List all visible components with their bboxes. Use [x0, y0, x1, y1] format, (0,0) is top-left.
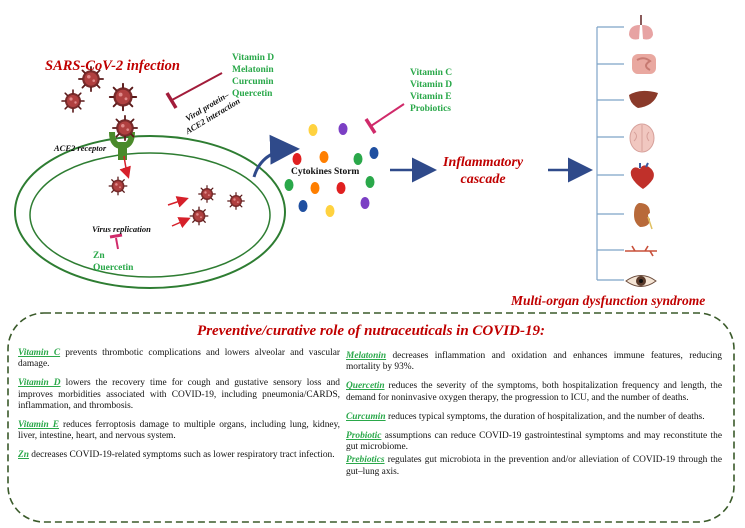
heart-icon: [630, 162, 654, 189]
virus-icon: [108, 82, 138, 112]
nutraceutical-name: Curcumin: [346, 411, 386, 422]
item-probiotic: Probiotic assumptions can reduce COVID-1…: [346, 431, 722, 453]
item-quercetin: Quercetin reduces the severity of the sy…: [346, 381, 722, 403]
inhibitor-bar: [109, 233, 123, 239]
kidney-icon: [634, 203, 653, 230]
nutraceutical-name: Quercetin: [346, 381, 385, 392]
inhibitor-bar: [165, 92, 178, 109]
cell-inner-membrane: [29, 152, 271, 278]
cytokines-label: Cytokines Storm: [291, 167, 360, 177]
mods-label: Multi-organ dysfunction syndrome: [511, 293, 706, 308]
virus-icon: [108, 176, 128, 196]
item-prebiotics: Prebiotics regulates gut microbiota in t…: [346, 455, 722, 477]
nutraceuticals-replication: Zn Quercetin: [93, 251, 134, 273]
panel-title: Preventive/curative role of nutraceutica…: [197, 323, 545, 339]
eye-icon: [625, 275, 657, 287]
replication-label: Virus replication: [92, 224, 151, 234]
item-vitamin-c: Vitamin C prevents thrombotic complicati…: [18, 348, 340, 370]
nutraceuticals-entry: Vitamin D Melatonin Curcumin Quercetin: [232, 53, 275, 99]
nutraceutical-name: Vitamin C: [18, 348, 61, 358]
liver-icon: [629, 90, 658, 108]
ace2-receptor-icon: [109, 131, 135, 160]
replication-arrow: [167, 196, 189, 208]
virus-icon: [189, 206, 209, 226]
nutraceutical-name: Melatonin: [346, 351, 387, 361]
inhibitor-line-cytokine: [370, 103, 405, 127]
ace2-label: ACE2 receptor: [54, 143, 107, 153]
entry-arrow: [119, 155, 131, 179]
item-vitamin-e: Vitamin E reduces ferroptosis damage to …: [18, 420, 341, 442]
inhibitor-line-replication: [115, 237, 119, 250]
item-curcumin: Curcumin reduces typical symptoms, the d…: [346, 411, 705, 422]
panel-right-column: Melatonin decreases inflammation and oxi…: [346, 351, 722, 478]
inhibitor-line-entry: [171, 72, 223, 101]
nutraceutical-name: Zn: [18, 450, 29, 461]
nutraceutical-name: Prebiotics: [346, 455, 385, 466]
item-zn: Zn decreases COVID-19-related symptoms s…: [18, 450, 335, 461]
virus-icon: [112, 115, 138, 141]
virus-icon: [198, 185, 216, 203]
virus-icon: [227, 192, 245, 210]
item-vitamin-d: Vitamin D lowers the recovery time for c…: [18, 378, 340, 411]
nutraceutical-name: Probiotic: [346, 431, 382, 442]
inflammatory-label: Inflammatory cascade: [443, 155, 524, 187]
infection-title: SARS-CoV-2 infection: [45, 58, 180, 74]
brain-icon: [629, 123, 655, 153]
item-melatonin: Melatonin decreases inflammation and oxi…: [346, 351, 722, 373]
cell-outer-membrane: [14, 135, 286, 289]
inhibitor-bar: [364, 118, 377, 134]
virus-icon: [61, 89, 85, 113]
curved-arrow: [252, 134, 300, 178]
lungs-icon: [629, 15, 653, 40]
panel-left-column: Vitamin C prevents thrombotic complicati…: [18, 348, 340, 462]
nutraceuticals-cytokine: Vitamin C Vitamin D Vitamin E Probiotics: [410, 68, 453, 114]
intestine-icon: [632, 54, 656, 74]
nutraceutical-name: Vitamin D: [18, 378, 61, 389]
vessel-icon: [625, 245, 657, 257]
organ-bracket: [596, 26, 624, 281]
cytokine-dots: [284, 123, 379, 217]
replication-arrow: [171, 217, 191, 229]
nutraceutical-name: Vitamin E: [18, 420, 59, 431]
